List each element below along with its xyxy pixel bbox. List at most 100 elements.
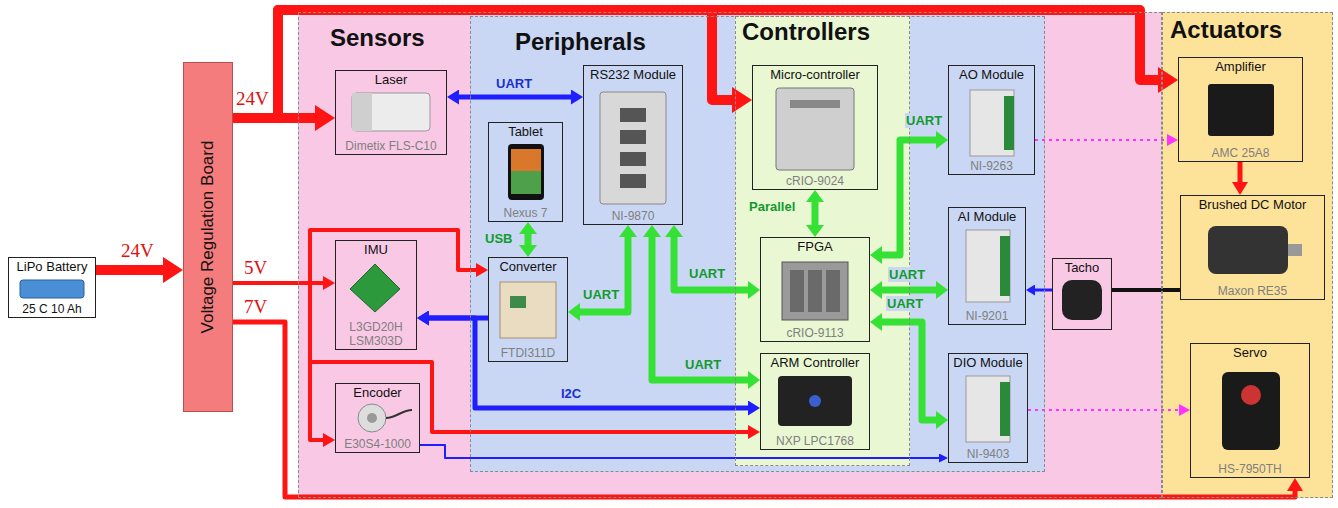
component-name: DIO Module (953, 355, 1022, 371)
component-name: ARM Controller (771, 355, 860, 371)
region-title: Sensors (330, 24, 425, 52)
data-link (525, 234, 532, 245)
component-box: AO ModuleNI-9263 (948, 65, 1035, 175)
micro-controller-picture (776, 88, 854, 170)
dio-picture (966, 376, 1010, 442)
power-line (96, 265, 163, 275)
component-box: ServoHS-7950TH (1190, 343, 1310, 478)
region-band: ControllersMicro-controllercRIO-9024FPGA… (735, 16, 910, 466)
data-link (652, 237, 748, 380)
data-link (882, 322, 936, 420)
component-box: FPGAcRIO-9113 (760, 237, 870, 342)
power-line (233, 322, 1295, 497)
voltage-label: 24V (235, 88, 270, 109)
rs232-port (620, 108, 646, 122)
component-name: Servo (1233, 345, 1267, 361)
component-name: LiPo Battery (17, 259, 88, 275)
component-name: Brushed DC Motor (1199, 197, 1307, 213)
region-title: Peripherals (515, 28, 646, 56)
component-box: TabletNexus 7 (488, 122, 563, 222)
component-name: Encoder (353, 385, 401, 401)
fpga-slot (790, 270, 804, 312)
power-line (233, 283, 748, 432)
peripherals-ground (470, 16, 1045, 472)
tablet-screen (511, 171, 541, 194)
power-line (1238, 162, 1243, 182)
power-board: Voltage Regulation Board (183, 62, 233, 412)
region-band: ActuatorsAmplifierAMC 25A8Brushed DC Mot… (1162, 12, 1333, 498)
component-box: IMU L3GD20H LSM303D (335, 240, 417, 350)
data-link (882, 287, 936, 294)
component-name: Converter (499, 259, 556, 275)
servo-horn (1241, 385, 1261, 405)
actuators-ground (1162, 12, 1333, 498)
signal-label: UART (684, 357, 722, 372)
part-number: AMC 25A8 (1211, 146, 1269, 160)
ai-terminal (1000, 236, 1010, 296)
component-box: ConverterFTDI311D (488, 257, 568, 362)
part-number: cRIO-9113 (786, 326, 843, 340)
signal-label: Parallel (748, 199, 796, 214)
rs232-port (620, 174, 646, 188)
converter-chip (510, 296, 526, 308)
control-signal (1035, 139, 1167, 141)
component-box: Tacho (1052, 258, 1112, 330)
motor-picture (1208, 226, 1288, 274)
component-name: AO Module (959, 67, 1024, 83)
encoder-picture (358, 404, 386, 432)
servo-picture (1222, 372, 1280, 450)
component-box: Micro-controller cRIO-9024 (752, 65, 878, 190)
ai-picture (966, 230, 1010, 302)
component-box: RS232 ModuleNI-9870 (583, 65, 683, 225)
data-link (882, 140, 936, 255)
rs232-port (620, 130, 646, 144)
part-number: 25 C 10 Ah (22, 302, 81, 316)
part-number: NI-9403 (967, 447, 1010, 461)
part-number: L3GD20H LSM303D (339, 320, 413, 348)
tacho-picture (1062, 280, 1102, 320)
signal-label: UART (688, 266, 726, 281)
data-link (429, 318, 748, 408)
laser-picture (352, 93, 372, 131)
data-link (674, 237, 748, 290)
component-box: LaserDimetix FLS-C10 (335, 70, 447, 155)
voltage-label: 5V (243, 257, 268, 278)
component-box: LiPo Battery 25 C 10 Ah (8, 257, 96, 318)
power-line (233, 10, 732, 118)
part-number: NXP LPC1768 (776, 434, 854, 448)
part-number: NI-9870 (612, 209, 655, 223)
component-name: Tacho (1065, 260, 1100, 276)
component-box: DIO ModuleNI-9403 (948, 353, 1028, 463)
region-band: PeripheralsControllersMicro-controllercR… (470, 16, 1045, 472)
tablet-screen (511, 149, 541, 194)
part-number: NI-9263 (970, 159, 1013, 173)
sensors-ground (298, 12, 1162, 498)
voltage-label: 24V (120, 240, 155, 261)
component-box: AI ModuleNI-9201 (948, 207, 1026, 325)
imu-picture (350, 264, 400, 312)
tablet-picture (508, 144, 544, 200)
data-link (580, 237, 628, 312)
signal-label: UART (888, 267, 926, 282)
encoder-picture (367, 413, 377, 423)
signal-label: I2C (560, 386, 582, 401)
signal-label: USB (484, 231, 513, 246)
component-name: Micro-controller (770, 67, 860, 83)
dio-terminal (1000, 382, 1010, 436)
battery-picture (20, 280, 84, 298)
voltage-label: 7V (243, 296, 268, 317)
part-number: NI-9201 (966, 309, 1009, 323)
part-number: Maxon RE35 (1218, 284, 1287, 298)
component-box: ARM ControllerNXP LPC1768 (760, 353, 870, 450)
ao-picture (970, 90, 1014, 156)
component-name: IMU (364, 242, 388, 258)
amplifier-picture (1208, 84, 1274, 136)
region-band: Sensors PeripheralsControllersMicro-contr… (298, 12, 1162, 498)
data-link (812, 202, 819, 225)
component-name: RS232 Module (590, 67, 676, 83)
laser-picture (352, 93, 430, 131)
part-number: cRIO-9024 (786, 174, 844, 188)
controllers-ground (735, 16, 910, 466)
component-box: EncoderE30S4-1000 (335, 383, 420, 453)
